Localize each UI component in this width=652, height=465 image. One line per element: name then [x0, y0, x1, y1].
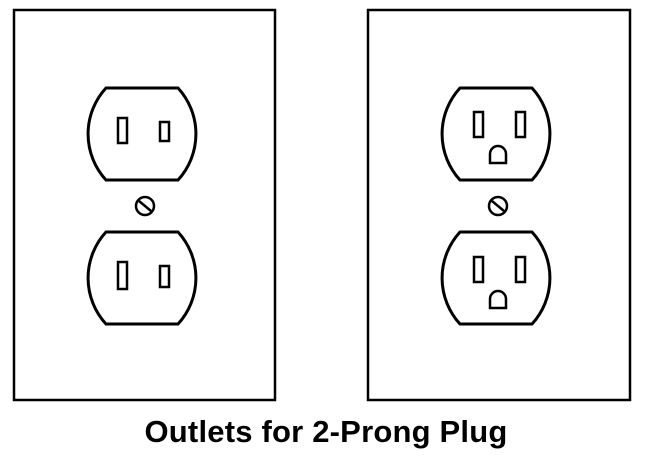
- slot-hot: [158, 264, 171, 289]
- slot-neutral: [116, 116, 129, 145]
- receptacle-outline: [86, 230, 198, 326]
- slot-hot: [514, 110, 527, 139]
- slot-neutral: [472, 255, 485, 284]
- ground-hole: [488, 289, 508, 310]
- slot-neutral: [472, 110, 485, 139]
- receptacle-outline: [86, 86, 198, 182]
- slot-hot: [158, 120, 171, 143]
- screw-icon: [134, 195, 156, 217]
- receptacle-bottom-left: [86, 230, 198, 326]
- receptacle-top-left: [86, 86, 198, 182]
- ground-hole: [488, 144, 508, 165]
- receptacle-top-right: [440, 86, 552, 182]
- slot-neutral: [116, 260, 129, 291]
- receptacle-outline: [440, 86, 552, 182]
- receptacle-bottom-right: [440, 230, 552, 326]
- diagram-caption: Outlets for 2-Prong Plug: [144, 414, 508, 449]
- slot-hot: [514, 255, 527, 284]
- receptacle-outline: [440, 230, 552, 326]
- screw-icon: [487, 195, 509, 217]
- two-prong-outlet: [12, 8, 277, 402]
- three-prong-outlet: [366, 8, 632, 402]
